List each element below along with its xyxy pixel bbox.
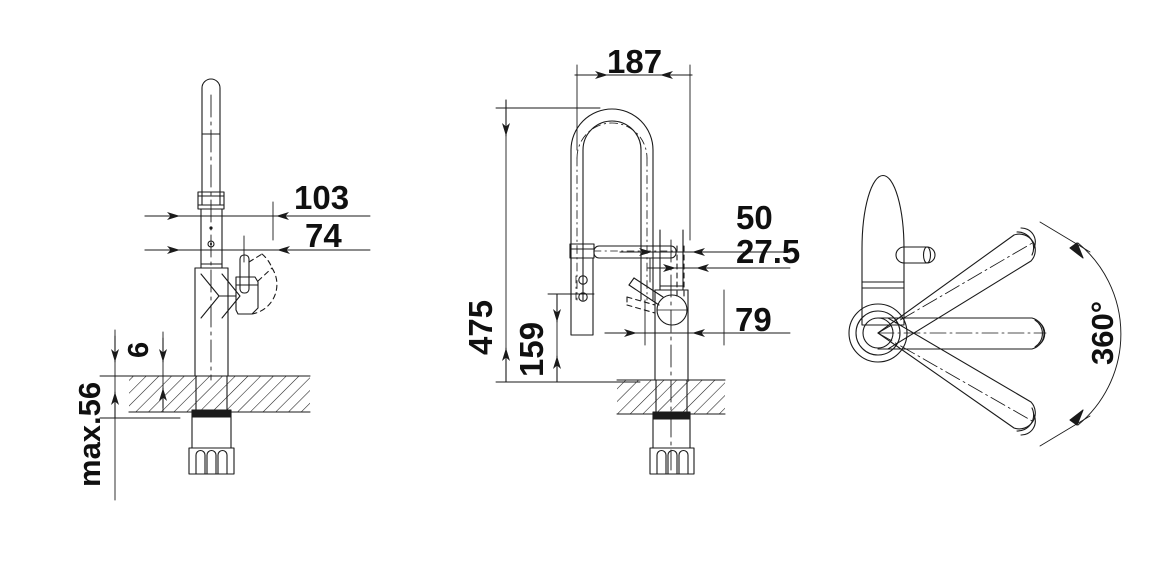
dimension-label-79: 79 [735, 301, 772, 338]
countertop-section-left [128, 375, 311, 413]
tap-body-left [194, 208, 229, 377]
lever-handle-middle [626, 245, 688, 326]
spout-position-upper [877, 227, 1036, 350]
dimension-max56 [99, 329, 181, 501]
mounting-shank-middle [649, 379, 695, 475]
dimension-label-103: 103 [294, 179, 349, 216]
dimension-187 [574, 64, 693, 241]
dimension-label-27-5: 27.5 [736, 233, 800, 270]
spout-position-lower [877, 317, 1036, 436]
dimension-label-187: 187 [607, 43, 662, 80]
tap-body-middle [654, 229, 689, 381]
lever-handle-left [200, 253, 278, 319]
dimension-label-360: 360° [1085, 301, 1120, 365]
dimension-27-5 [647, 257, 791, 283]
dimension-label-74: 74 [305, 217, 342, 254]
dimension-label-159: 159 [513, 322, 550, 377]
dimension-79 [604, 289, 791, 346]
dimension-label-max56: max.56 [72, 382, 107, 487]
dimension-label-50: 50 [736, 199, 773, 236]
handle-body-top [861, 175, 936, 326]
rotation-arc-360 [1039, 221, 1122, 447]
spray-head-middle [569, 243, 595, 336]
dimension-103 [144, 201, 371, 241]
dimension-6 [128, 331, 187, 413]
dimension-label-6: 6 [123, 342, 155, 358]
dimension-74 [144, 235, 371, 263]
spring-hose-arch [570, 108, 654, 301]
spout-position-center [877, 317, 1047, 350]
dimension-label-475: 475 [462, 300, 499, 355]
view-side-elevation-extended [495, 64, 791, 475]
dimension-475 [495, 99, 641, 383]
dimension-159 [547, 293, 595, 383]
mounting-shank-left [188, 375, 235, 475]
view-top-rotation [848, 175, 1122, 447]
view-front-elevation [99, 78, 371, 501]
